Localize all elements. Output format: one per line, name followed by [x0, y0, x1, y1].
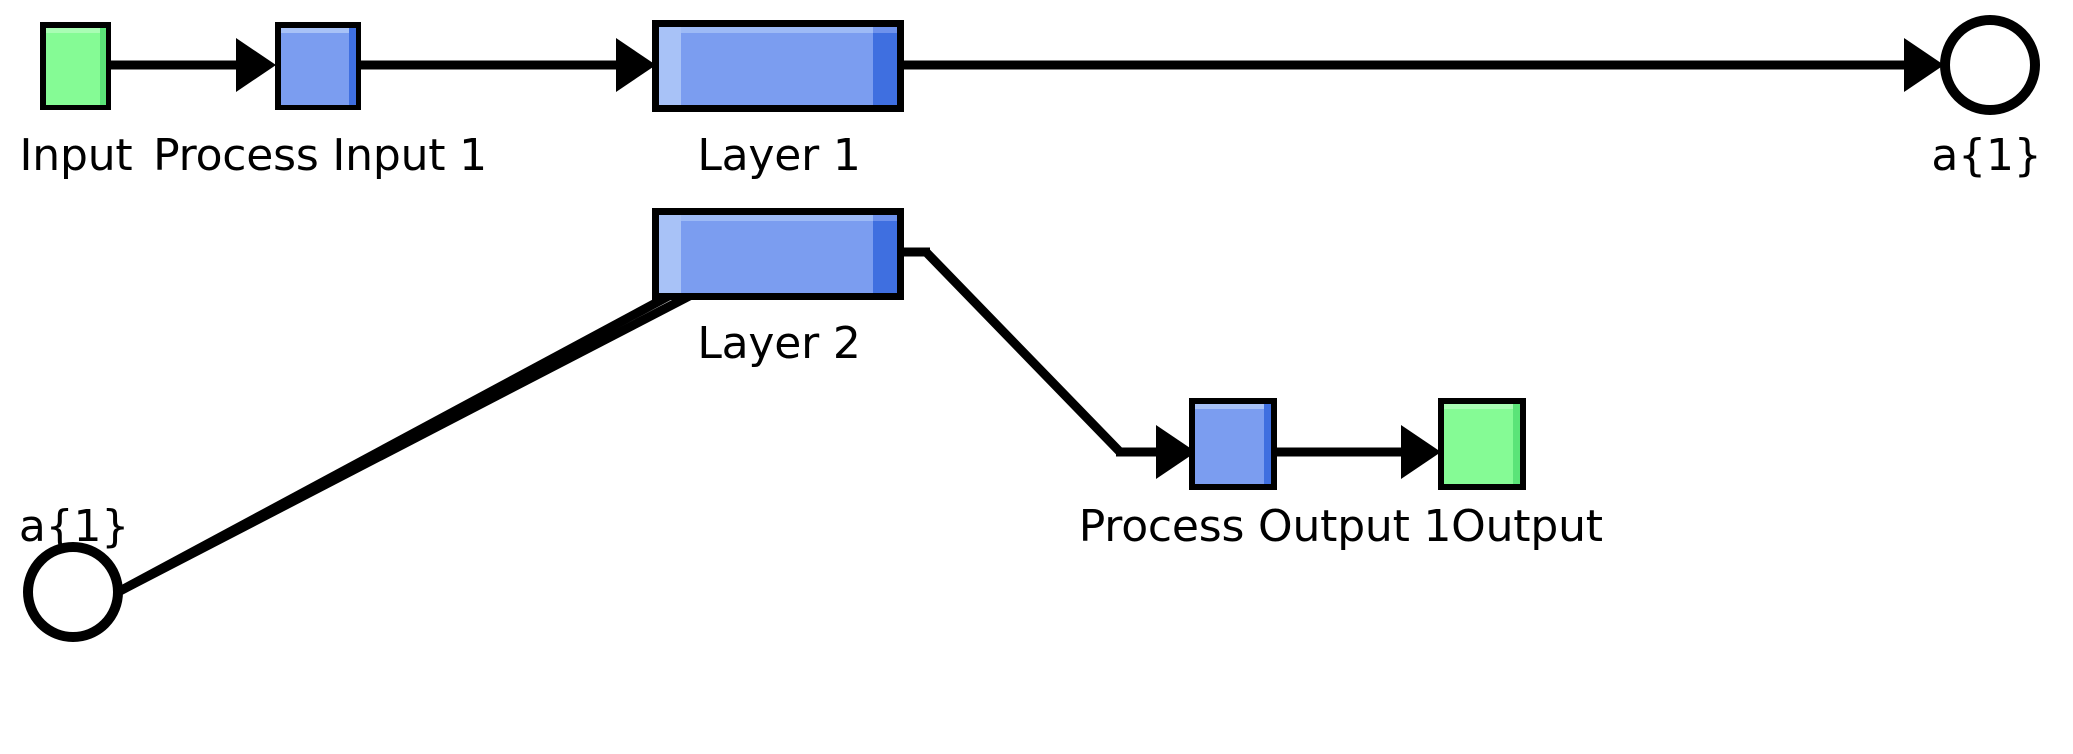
label-process-output-1: Process Output 1 — [1078, 501, 1452, 552]
connector-process-input-1-to-layer-1 — [360, 38, 656, 92]
connector-input-to-process-input-1 — [110, 38, 276, 92]
node-a1-top-circle[interactable] — [1940, 15, 2040, 115]
node-layer-2-block[interactable] — [652, 208, 904, 300]
node-process-output-1-block[interactable] — [1189, 398, 1277, 490]
label-layer-2: Layer 2 — [697, 318, 861, 369]
node-a1-bottom-circle[interactable] — [23, 542, 123, 642]
node-output-block[interactable] — [1438, 398, 1526, 490]
label-input: Input — [19, 130, 133, 181]
label-output: Output — [1451, 501, 1603, 552]
label-layer-1: Layer 1 — [697, 130, 861, 181]
connector-layer-2-to-process-output-1 — [900, 247, 1196, 479]
node-process-input-1-block[interactable] — [275, 22, 361, 110]
node-input-block[interactable] — [40, 22, 111, 110]
node-layer-1-block[interactable] — [652, 20, 904, 112]
label-process-input-1: Process Input 1 — [153, 130, 487, 181]
connector-layer-1-to-a1 — [900, 38, 1944, 92]
connector-process-output-1-to-output — [1276, 425, 1441, 479]
label-a1-top: a{1} — [1931, 130, 2042, 181]
label-a1-bottom: a{1} — [18, 501, 130, 552]
